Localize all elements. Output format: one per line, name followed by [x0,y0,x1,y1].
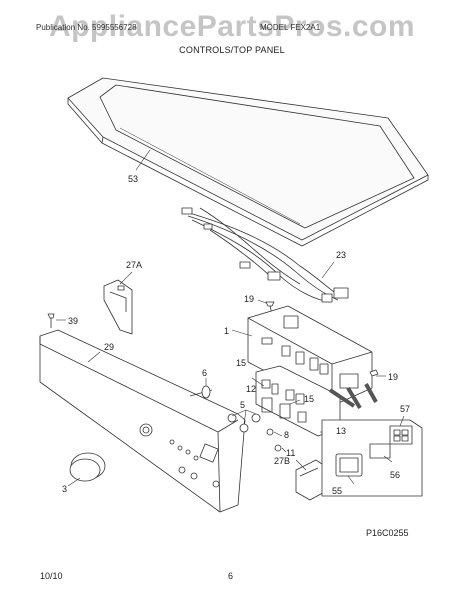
callout-56: 56 [390,470,400,480]
connector-detail [321,383,423,497]
model-number: MODEL FEX2A1 [260,23,321,32]
callout-15-upper: 15 [236,358,246,368]
watermark-logo: AppliancePartsPros.com [48,10,416,43]
callout-29: 29 [104,342,114,352]
footer-page-number: 6 [228,571,234,581]
callout-39: 39 [68,316,78,326]
callout-55: 55 [332,486,342,496]
knob-3 [67,452,106,487]
callout-13: 13 [336,426,346,436]
callout-19-top: 19 [244,294,254,304]
callout-53: 53 [128,174,138,184]
small-parts-8-11 [266,428,287,453]
callout-27a: 27A [126,260,142,270]
screw-39 [47,313,66,328]
bracket-27a [103,271,133,335]
callout-1: 1 [224,326,229,336]
wire-harness [181,207,349,303]
callout-57: 57 [400,404,410,414]
shaft-6 [189,378,213,399]
callout-23: 23 [336,250,346,260]
callout-15-lower: 15 [304,394,314,404]
buttons-5 [227,409,261,433]
callout-27b: 27B [274,456,290,466]
footer-date: 10/10 [40,571,63,581]
screw-19-top [257,299,275,315]
publication-number: Publication No. 5995556728 [36,23,137,32]
screw-19-right [369,369,386,377]
callout-6: 6 [202,368,207,378]
diagram-code: P16C0255 [366,528,409,538]
callout-3: 3 [62,484,67,494]
callout-11: 11 [286,448,295,458]
top-panel [67,77,429,247]
callout-19-right: 19 [388,372,398,382]
diagram-title: CONTROLS/TOP PANEL [179,45,285,55]
callout-5: 5 [240,400,245,410]
callout-12: 12 [246,384,256,394]
callout-8: 8 [284,430,289,440]
control-panel-fascia [39,329,246,513]
